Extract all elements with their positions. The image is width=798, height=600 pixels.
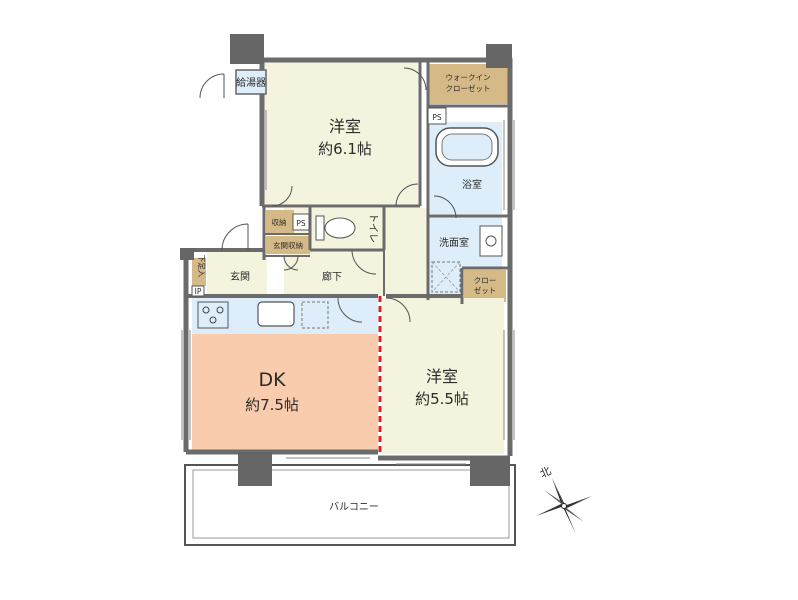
storage-label: 収納 xyxy=(272,217,287,227)
intercom-label: IP xyxy=(195,287,202,296)
balcony-label: バルコニー xyxy=(329,501,379,513)
wash-basin xyxy=(479,225,503,257)
water-heater-label: 給湯器 xyxy=(236,76,266,89)
dk-size: 約7.5帖 xyxy=(245,396,299,414)
dk-name: DK xyxy=(258,369,286,391)
bathtub-inner xyxy=(441,133,493,161)
walk-in-closet-label-1: ウォークイン xyxy=(446,73,491,82)
western-room-south-name: 洋室 xyxy=(426,367,458,386)
western-room-south-floor xyxy=(382,298,504,454)
closet-label-1: クロー xyxy=(474,276,497,285)
toilet-label: トイレ xyxy=(367,213,378,243)
entrance-floor xyxy=(207,250,267,296)
washing-machine-space xyxy=(431,261,461,293)
shoe-box-label: 下足入 xyxy=(197,255,206,278)
water-heater-box xyxy=(235,69,267,95)
western-room-south-size: 約5.5帖 xyxy=(415,390,469,408)
stove xyxy=(197,301,229,329)
ps-box-1 xyxy=(427,107,447,125)
closet-floor xyxy=(464,270,506,302)
balcony-inner-line xyxy=(192,469,510,539)
entrance-label: 玄関 xyxy=(230,270,250,283)
western-room-north-name: 洋室 xyxy=(329,117,361,136)
ps-box-2 xyxy=(292,213,310,231)
toilet-bowl xyxy=(324,217,356,239)
compass-north-label: 北 xyxy=(538,464,553,480)
structural-columns xyxy=(180,34,512,486)
entrance-storage-label: 玄関収納 xyxy=(273,240,303,250)
wash-basin-bowl xyxy=(485,235,497,247)
walls xyxy=(183,57,513,461)
ps-label-2: PS xyxy=(296,219,306,228)
walk-in-closet-label-2: クローゼット xyxy=(446,83,491,93)
western-room-north-floor xyxy=(264,62,418,206)
door-swings xyxy=(199,67,457,323)
windows xyxy=(181,110,515,465)
entrance-storage-floor xyxy=(266,236,310,254)
walk-in-closet-floor xyxy=(428,64,508,104)
toilet-tank xyxy=(315,215,325,241)
intercom-box xyxy=(191,285,205,297)
shoe-box-floor xyxy=(192,258,206,286)
storage-floor xyxy=(266,210,294,234)
closet-label-2: ゼット xyxy=(474,285,497,295)
kitchen-sink xyxy=(257,301,295,327)
compass: 北 xyxy=(536,464,592,534)
dk-floor xyxy=(192,334,378,450)
western-room-north-size: 約6.1帖 xyxy=(318,140,372,158)
ps-label-1: PS xyxy=(432,113,442,122)
bathroom-label: 浴室 xyxy=(462,178,482,191)
fridge-space xyxy=(301,301,329,329)
washroom-label: 洗面室 xyxy=(439,236,469,249)
hallway-label: 廊下 xyxy=(322,270,342,283)
